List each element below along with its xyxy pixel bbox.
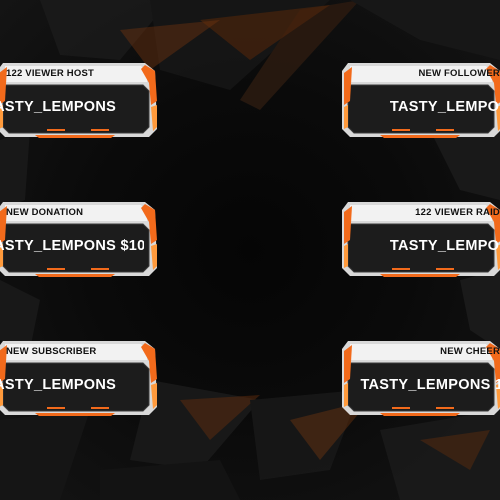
- alert-title: NEW SUBSCRIBER: [6, 346, 97, 357]
- alert-box: 122 VIEWER HOST TASTY_LEMPONS: [0, 61, 160, 139]
- alert-box: 122 VIEWER RAID TASTY_LEMPONS: [340, 200, 500, 278]
- alert-frame: [0, 341, 157, 416]
- alert-frame: [0, 63, 157, 138]
- alert-username: TASTY_LEMPONS $100: [0, 238, 144, 254]
- alert-username: TASTY_LEMPONS: [389, 238, 500, 254]
- alert-title: 122 VIEWER HOST: [6, 68, 94, 79]
- alert-box: NEW DONATION TASTY_LEMPONS $100: [0, 200, 160, 278]
- alert-title: NEW FOLLOWER: [418, 68, 500, 79]
- alert-box: NEW FOLLOWER TASTY_LEMPONS: [340, 61, 500, 139]
- alert-frame: [0, 202, 157, 277]
- alert-frame: [342, 202, 500, 277]
- alert-title: 122 VIEWER RAID: [415, 207, 500, 218]
- alert-frame: [342, 341, 500, 416]
- alert-frame: [342, 63, 500, 138]
- alert-box: NEW CHEER TASTY_LEMPONS 100: [340, 339, 500, 417]
- alert-username: TASTY_LEMPONS: [0, 377, 117, 393]
- alert-username: TASTY_LEMPONS: [0, 99, 117, 115]
- alert-username: TASTY_LEMPONS: [389, 99, 500, 115]
- alert-username: TASTY_LEMPONS 100: [360, 377, 500, 393]
- alert-title: NEW CHEER: [440, 346, 500, 357]
- alert-title: NEW DONATION: [6, 207, 84, 218]
- alert-box: NEW SUBSCRIBER TASTY_LEMPONS: [0, 339, 160, 417]
